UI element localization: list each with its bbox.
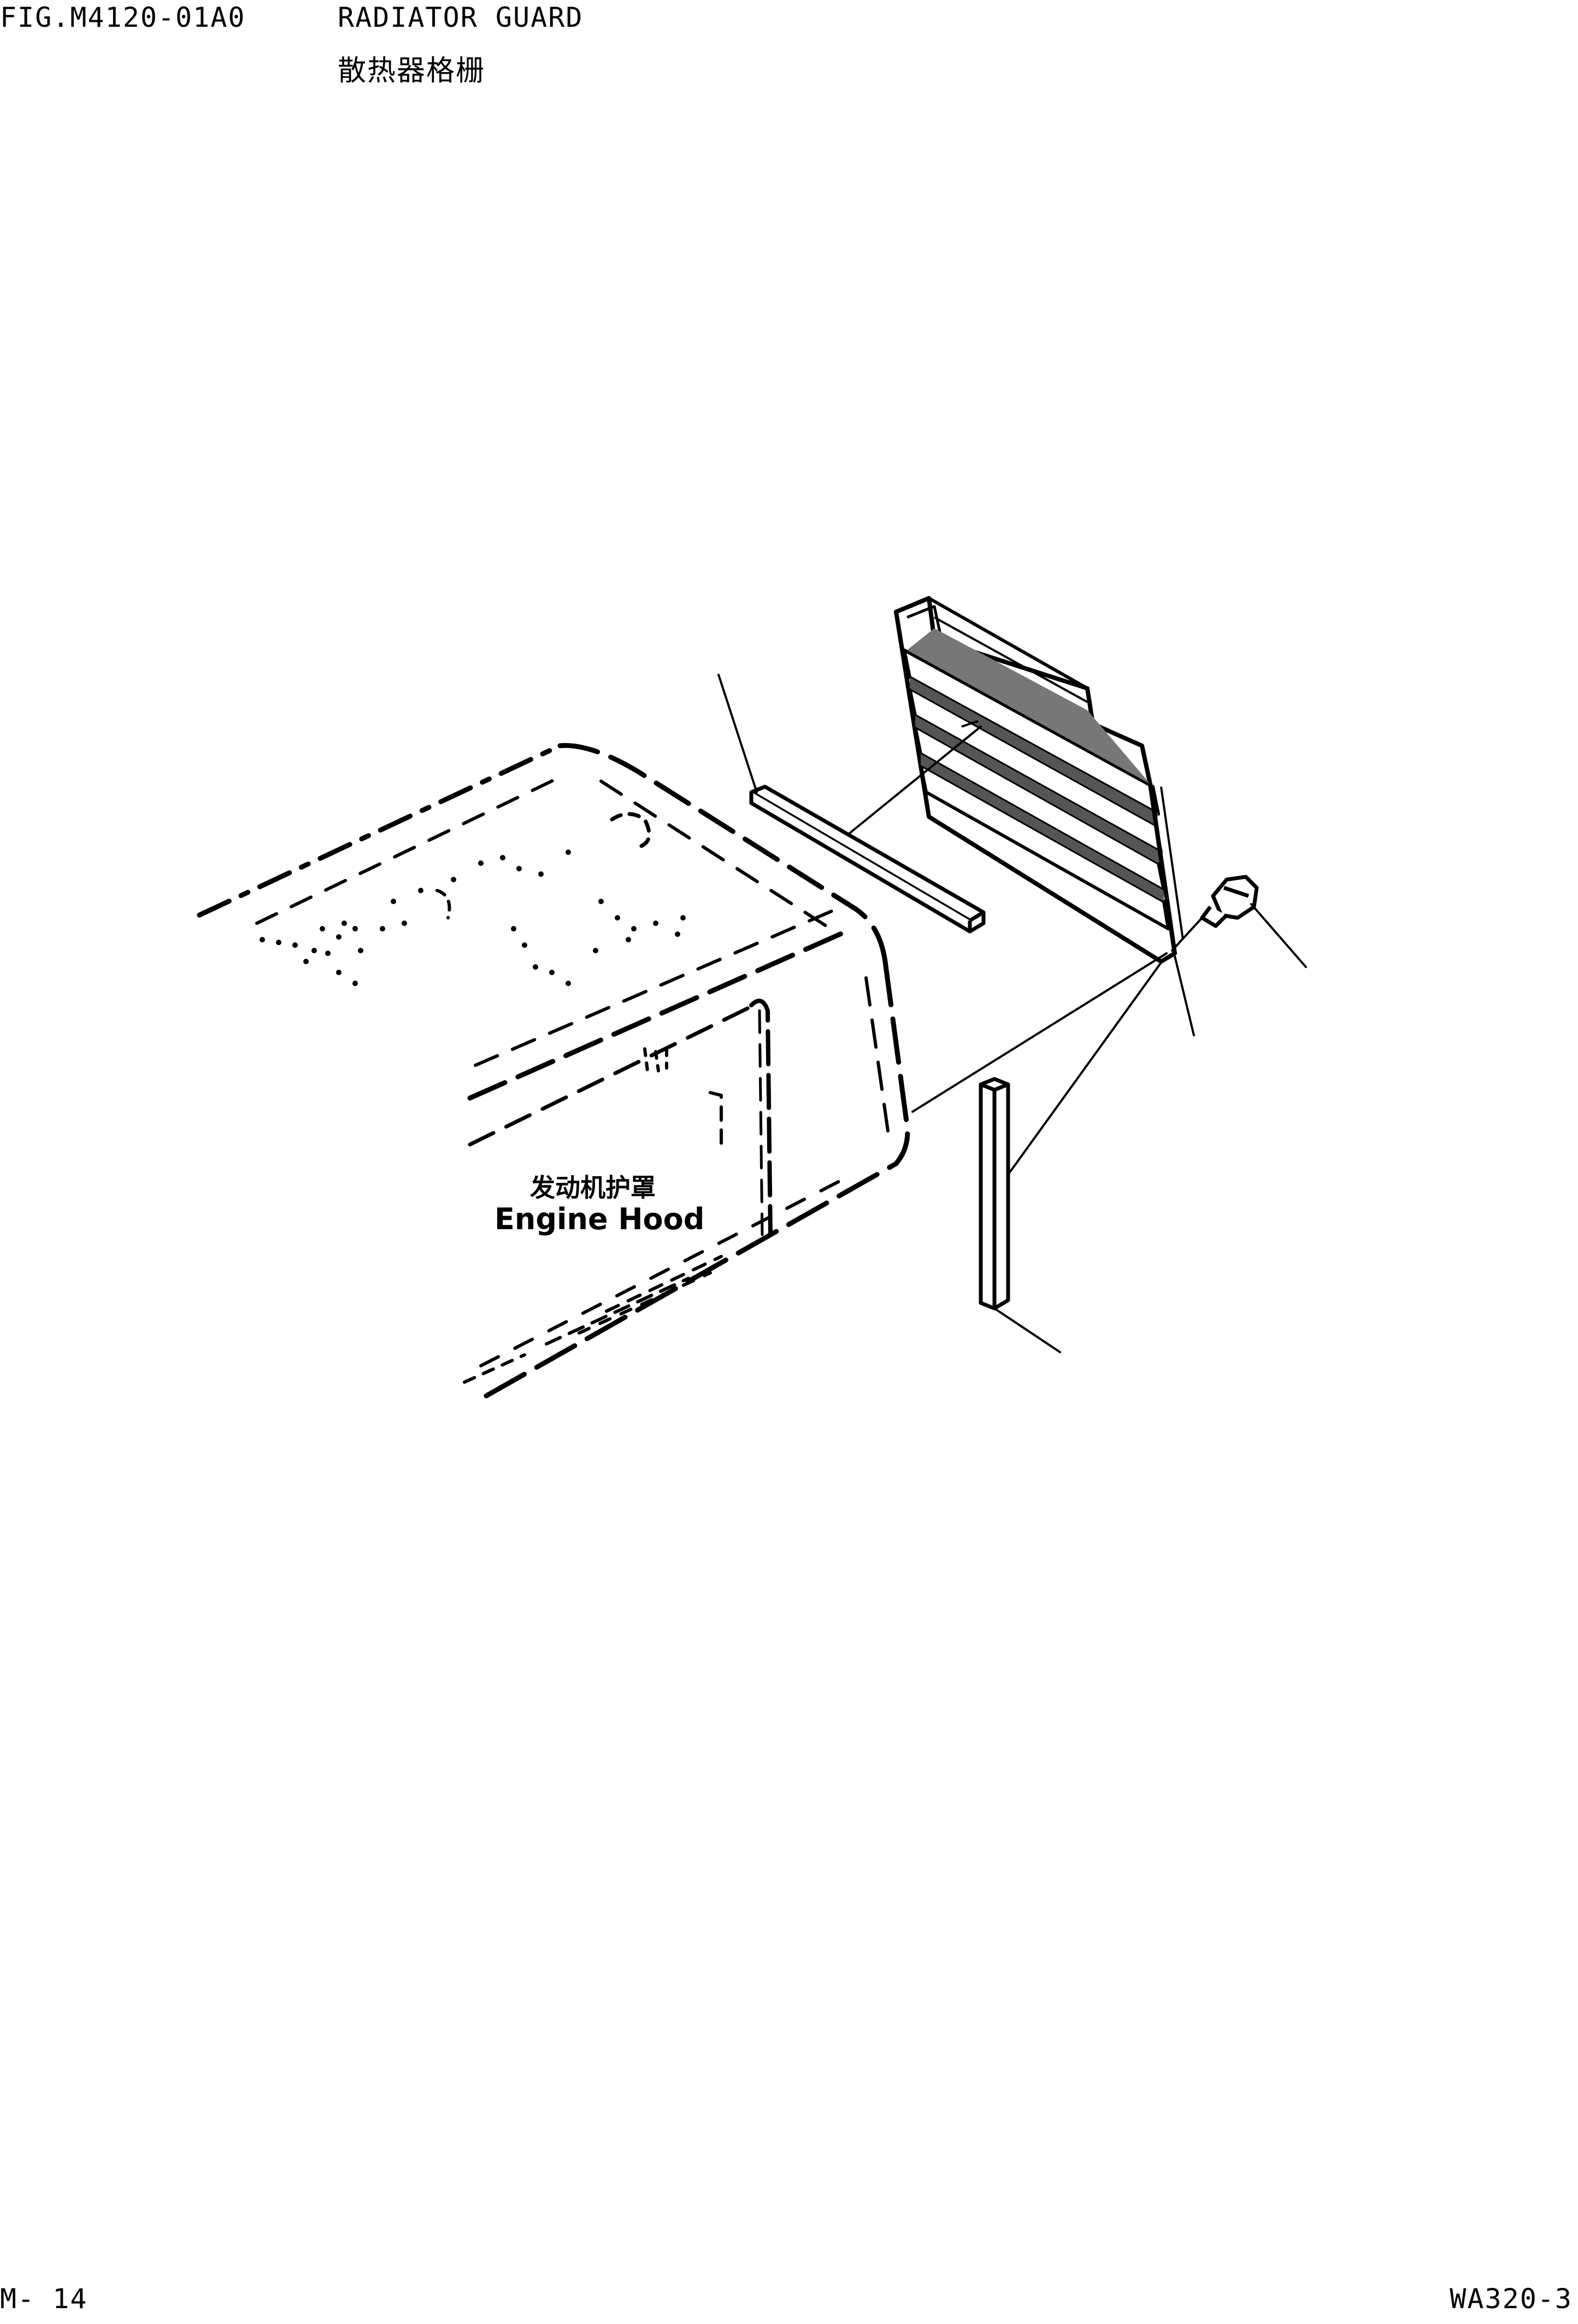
engine-hood-label-cn: 发动机护罩 (530, 1173, 656, 1202)
radiator-guard-grille (894, 596, 1184, 964)
engine-hood-outline (197, 743, 910, 1399)
vertical-seal-strip (979, 1077, 1010, 1311)
engine-hood-label-en: Engine Hood (494, 1202, 704, 1236)
figure-number: FIG.M4120-01A0 (0, 2, 246, 33)
mounting-bolt (1200, 875, 1259, 928)
engine-hood-roof-details (260, 850, 686, 986)
upper-seal-strip (749, 785, 986, 934)
engine-hood-side-streaks (545, 1255, 723, 1346)
leader-lines (717, 674, 1307, 1353)
model-code: WA320-3 (1450, 2283, 1573, 2315)
figure-title-english: RADIATOR GUARD (338, 2, 584, 33)
figure-title-chinese: 散热器格栅 (338, 55, 486, 87)
page-number: M- 14 (0, 2283, 88, 2315)
